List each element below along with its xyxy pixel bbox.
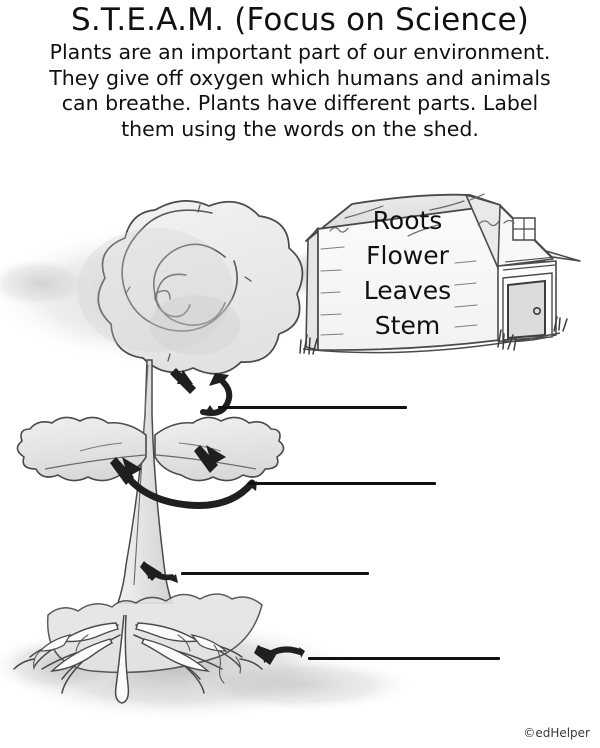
answer-line-flower[interactable] — [218, 406, 407, 409]
answer-line-stem[interactable] — [181, 572, 369, 575]
instructions-line-2: They give off oxygen which humans and an… — [49, 65, 551, 90]
instructions-text: Plants are an important part of our envi… — [0, 38, 600, 142]
leaves-illustration — [16, 416, 285, 482]
shed-window-icon — [512, 217, 536, 241]
stem-pointer-arrow-icon — [140, 561, 178, 583]
answer-line-leaves[interactable] — [248, 482, 436, 485]
instructions-line-1: Plants are an important part of our envi… — [49, 40, 551, 64]
leaves-pointer-double-arrow-icon — [110, 445, 257, 510]
instructions-line-3: can breathe. Plants have different parts… — [61, 91, 539, 115]
roots-pointer-arrow-icon — [254, 645, 305, 665]
flower-pointer-arrow-icon — [170, 368, 233, 416]
roots-illustration — [0, 593, 420, 722]
instructions-line-4: them using the words on the shed. — [121, 116, 479, 141]
shed-door-icon — [502, 256, 557, 341]
plant-diagram-illustration — [0, 165, 600, 725]
shed-illustration — [299, 193, 581, 355]
flower-illustration — [77, 200, 304, 375]
page-title: S.T.E.A.M. (Focus on Science) — [70, 2, 530, 38]
worksheet-header: S.T.E.A.M. (Focus on Science) Plants are… — [0, 0, 600, 142]
grass-tuft-icon — [299, 316, 568, 355]
footer-credit: ©edHelper — [523, 726, 590, 740]
answer-line-roots[interactable] — [308, 657, 500, 660]
